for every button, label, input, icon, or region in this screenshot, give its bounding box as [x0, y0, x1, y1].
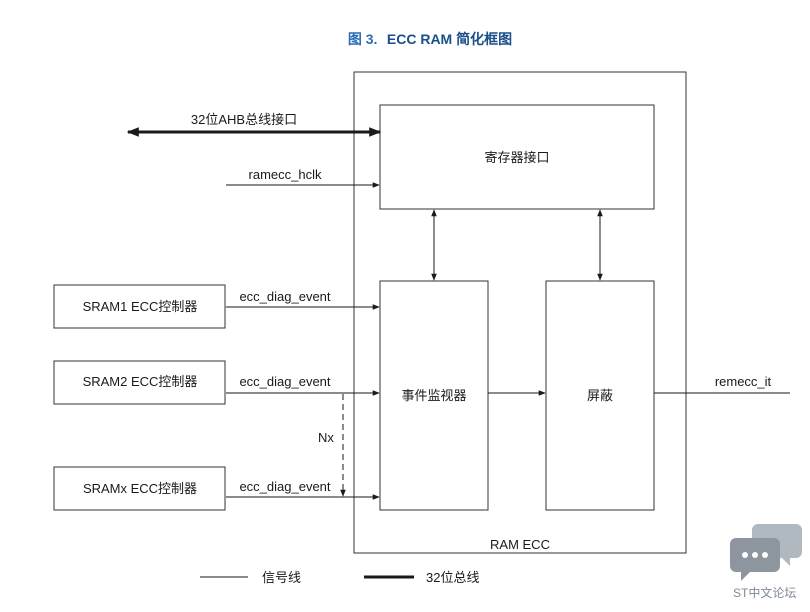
sramx-controller-block — [53, 466, 226, 511]
nx-label: Nx — [318, 430, 334, 445]
event-monitor-block — [379, 280, 489, 511]
ahb-bus-label: 32位AHB总线接口 — [191, 112, 297, 127]
diag-event-x-label: ecc_diag_event — [239, 479, 330, 494]
chat-bubble-icon — [730, 524, 802, 581]
diag-event-1-label: ecc_diag_event — [239, 289, 330, 304]
register-interface-block — [379, 104, 655, 210]
figure-title: 图 3. ECC RAM 简化框图 — [348, 31, 512, 48]
diag-event-2-label: ecc_diag_event — [239, 374, 330, 389]
register-interface-label: 寄存器接口 — [484, 150, 549, 165]
event-monitor-label: 事件监视器 — [401, 388, 466, 403]
mask-block — [545, 280, 655, 511]
irq-label: remecc_it — [715, 374, 772, 389]
legend-signal-label: 信号线 — [262, 570, 301, 585]
sram2-controller-label: SRAM2 ECC控制器 — [83, 374, 198, 389]
figure-number: 图 3. — [348, 31, 378, 47]
ram-ecc-label: RAM ECC — [490, 537, 550, 552]
sram2-controller-block — [53, 360, 226, 405]
figure-caption: ECC RAM 简化框图 — [387, 31, 512, 47]
sram1-controller-label: SRAM1 ECC控制器 — [83, 299, 198, 314]
hclk-label: ramecc_hclk — [249, 167, 322, 182]
mask-label: 屏蔽 — [587, 388, 613, 403]
sram1-controller-block — [53, 284, 226, 329]
sramx-controller-label: SRAMx ECC控制器 — [83, 481, 197, 496]
watermark-text: ST中文论坛 — [733, 585, 796, 600]
legend-bus-label: 32位总线 — [426, 570, 479, 585]
